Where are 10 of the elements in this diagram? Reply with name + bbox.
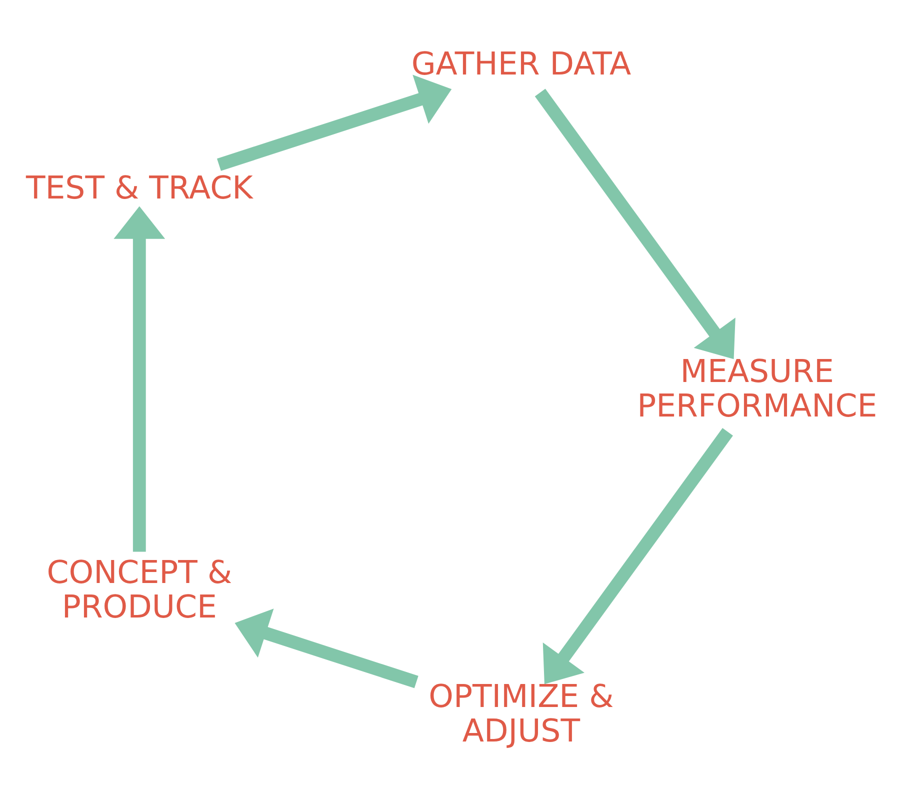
node-text: CONCEPT & PRODUCE bbox=[46, 554, 232, 625]
arrow bbox=[234, 608, 418, 688]
node-text: OPTIMIZE & ADJUST bbox=[428, 678, 614, 749]
node-text: TEST & TRACK bbox=[26, 170, 253, 206]
arrow bbox=[542, 428, 733, 684]
node-text: GATHER DATA bbox=[411, 46, 632, 82]
arrow bbox=[534, 88, 736, 359]
node-text: MEASURE PERFORMANCE bbox=[637, 354, 878, 424]
arrow bbox=[216, 74, 452, 170]
arrow bbox=[114, 206, 166, 552]
